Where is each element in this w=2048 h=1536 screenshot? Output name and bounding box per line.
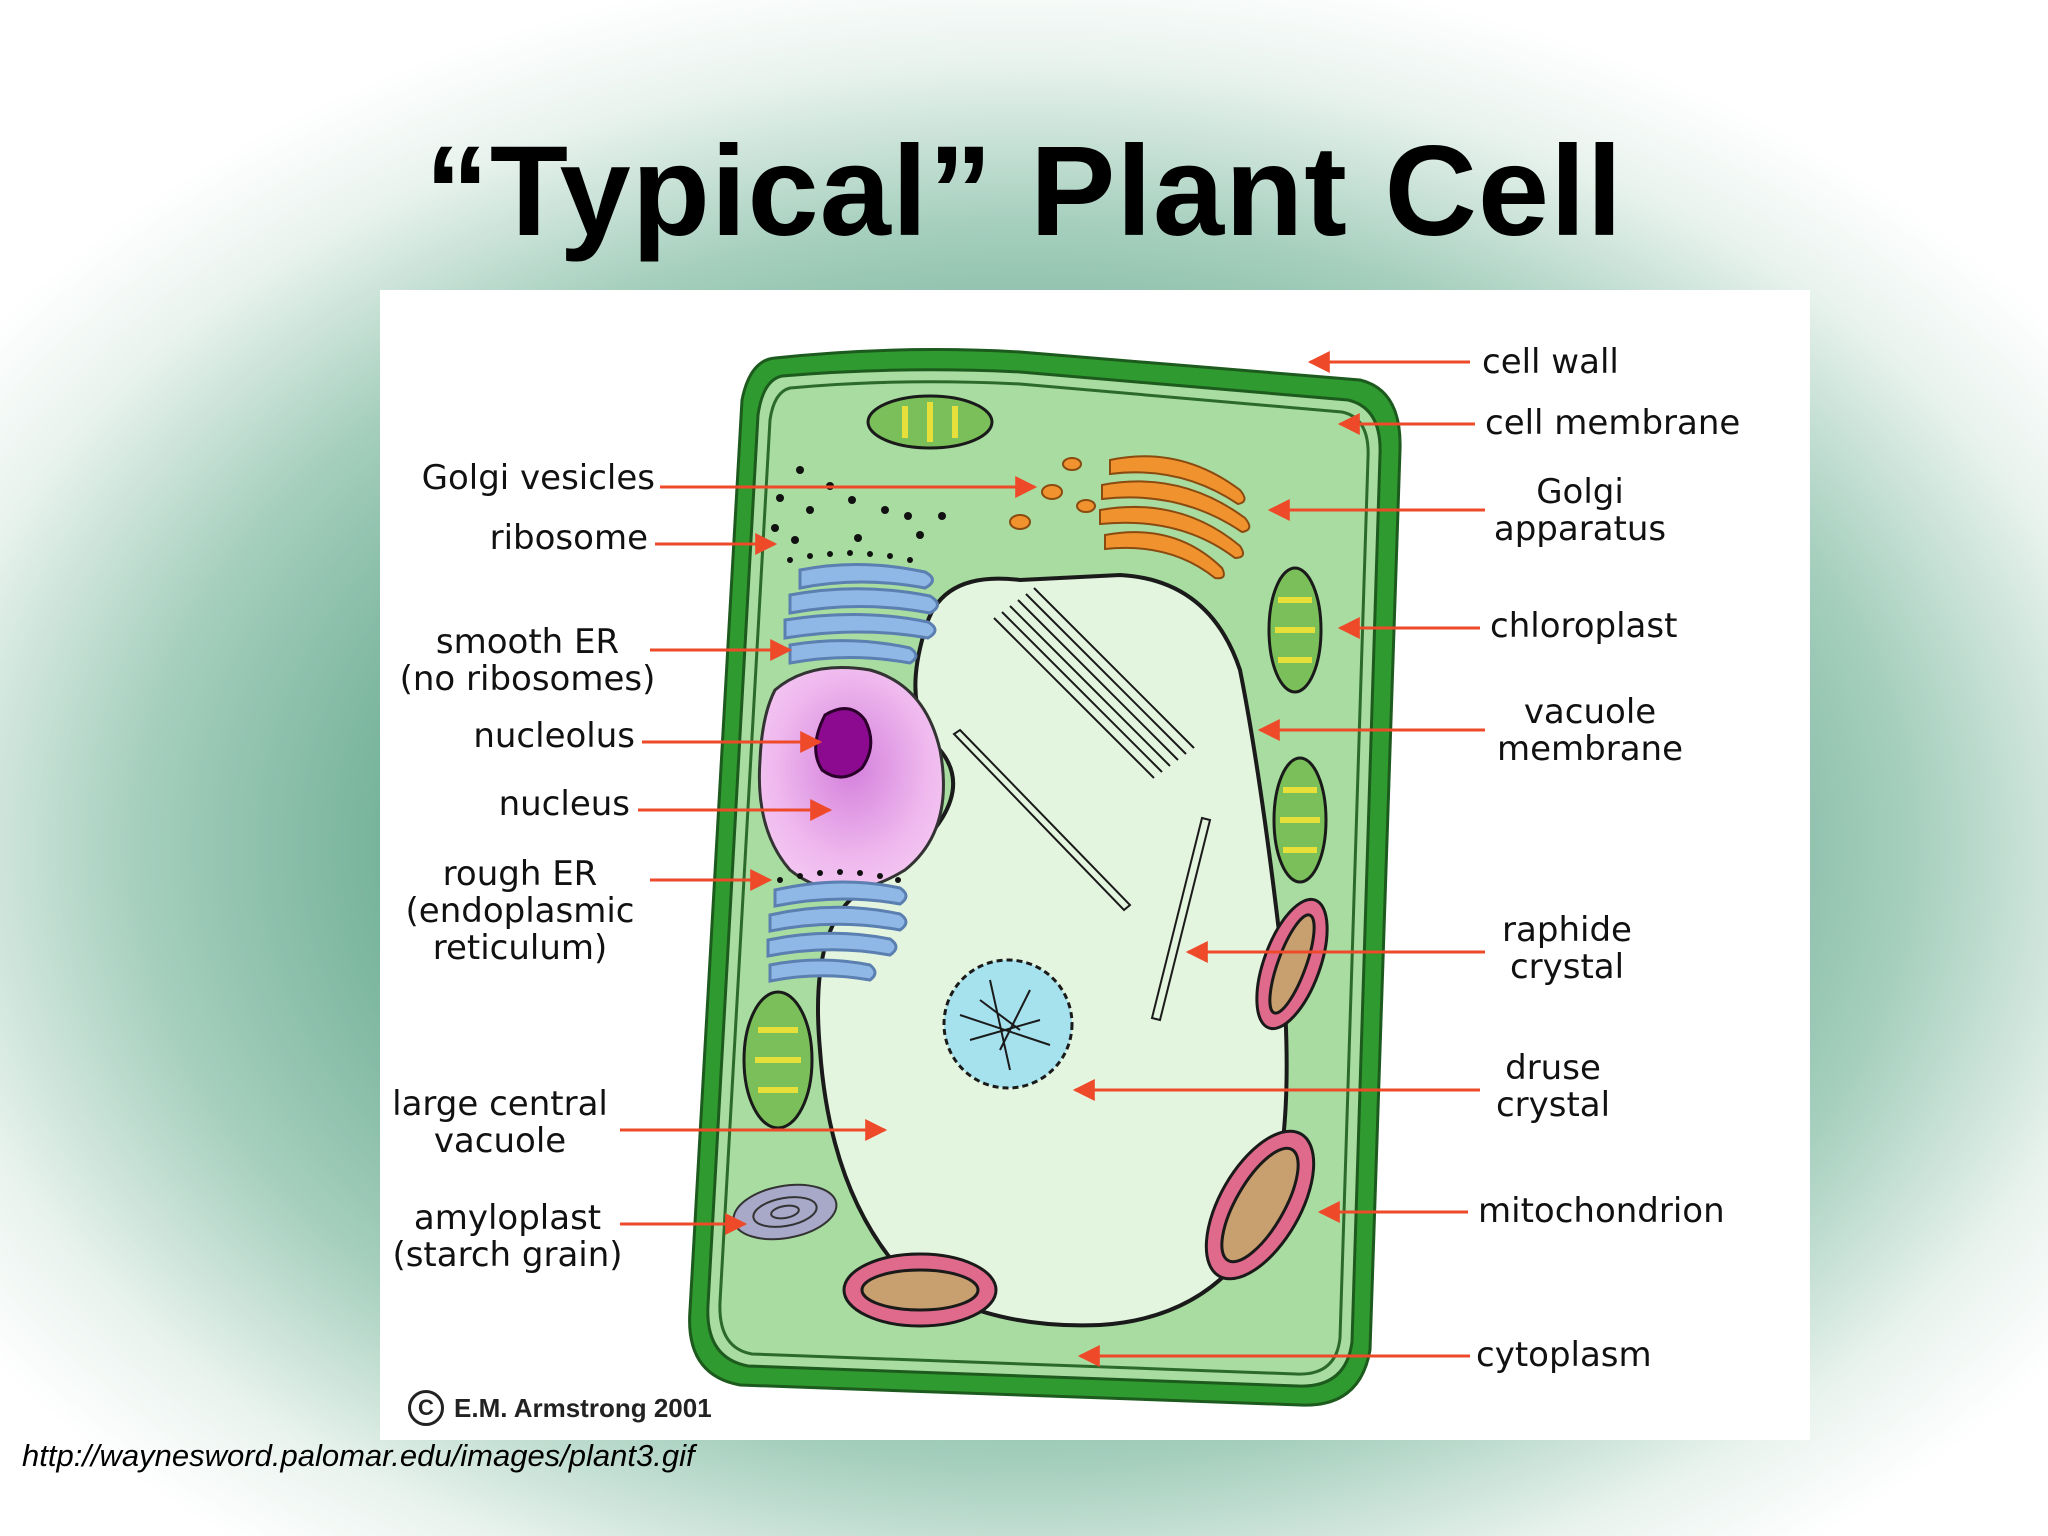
label-cytoplasm: cytoplasm: [1476, 1337, 1652, 1374]
label-nucleolus-text: nucleolus: [473, 716, 635, 756]
plant-cell-diagram: [620, 348, 1485, 1407]
label-mitochondrion-text: mitochondrion: [1478, 1191, 1725, 1231]
label-large-central-vacuole-line-2: vacuole: [433, 1121, 567, 1161]
cell-membrane: [718, 380, 1370, 1376]
smooth-er: [783, 563, 939, 665]
diagram-panel: Golgi vesicles ribosome smooth ER (no ri…: [380, 290, 1810, 1440]
label-golgi-apparatus-line-2: apparatus: [1493, 509, 1667, 549]
chloroplast: [1267, 566, 1323, 694]
mitochondrion: [842, 1252, 998, 1328]
druse-crystal: [942, 958, 1074, 1090]
nucleus: [757, 666, 945, 892]
rough-er-ribosomes: [777, 550, 913, 883]
label-nucleus-text: nucleus: [498, 784, 630, 824]
label-golgi-apparatus-line-1: Golgi: [1536, 472, 1624, 512]
label-druse-crystal-line-1: druse: [1505, 1048, 1601, 1088]
golgi-vesicles: [1009, 457, 1096, 530]
chloroplast: [742, 990, 814, 1130]
label-golgi-vesicles: Golgi vesicles: [380, 460, 655, 497]
source-url[interactable]: http://waynesword.palomar.edu/images/pla…: [22, 1438, 695, 1473]
label-rough-er: rough ER (endoplasmic reticulum): [380, 856, 660, 967]
golgi-apparatus: [1099, 455, 1251, 580]
label-rough-er-line-2: (endoplasmic: [405, 891, 635, 931]
label-ribosome: ribosome: [380, 520, 648, 557]
label-rough-er-line-3: reticulum): [432, 928, 608, 968]
label-raphide-crystal: raphide crystal: [1492, 912, 1642, 986]
label-arrows: [620, 351, 1485, 1367]
label-cell-wall: cell wall: [1482, 344, 1619, 381]
raphide-crystal: [952, 587, 1212, 1022]
label-golgi-apparatus: Golgi apparatus: [1490, 474, 1670, 548]
label-cytoplasm-text: cytoplasm: [1476, 1335, 1652, 1375]
label-nucleus: nucleus: [380, 786, 630, 823]
label-vacuole-membrane-line-1: vacuole: [1523, 692, 1657, 732]
mitochondrion: [1255, 897, 1329, 1031]
label-druse-crystal-line-2: crystal: [1495, 1085, 1611, 1125]
label-amyloplast-line-2: (starch grain): [392, 1235, 623, 1275]
label-chloroplast: chloroplast: [1490, 608, 1677, 645]
chloroplast: [866, 394, 994, 450]
label-smooth-er-line-1: smooth ER: [435, 622, 620, 662]
label-raphide-crystal-line-1: raphide: [1502, 910, 1632, 950]
label-vacuole-membrane-line-2: membrane: [1496, 729, 1684, 769]
chloroplast: [1272, 756, 1328, 884]
label-vacuole-membrane: vacuole membrane: [1490, 694, 1690, 768]
label-raphide-crystal-line-2: crystal: [1509, 947, 1625, 987]
label-druse-crystal: druse crystal: [1488, 1050, 1618, 1124]
rough-er: [766, 880, 908, 983]
copyright-icon: C: [408, 1390, 444, 1426]
label-cell-wall-text: cell wall: [1482, 342, 1619, 382]
label-cell-membrane: cell membrane: [1485, 405, 1740, 442]
label-smooth-er-line-2: (no ribosomes): [399, 659, 656, 699]
label-chloroplast-text: chloroplast: [1490, 606, 1678, 646]
label-smooth-er: smooth ER (no ribosomes): [380, 624, 675, 698]
label-amyloplast: amyloplast (starch grain): [380, 1200, 635, 1274]
copyright-text: E.M. Armstrong 2001: [454, 1392, 712, 1423]
label-amyloplast-line-1: amyloplast: [413, 1198, 602, 1238]
label-large-central-vacuole: large central vacuole: [380, 1086, 620, 1160]
label-cell-membrane-text: cell membrane: [1485, 403, 1741, 443]
label-rough-er-line-1: rough ER: [442, 854, 598, 894]
label-mitochondrion: mitochondrion: [1478, 1193, 1725, 1230]
label-golgi-vesicles-text: Golgi vesicles: [421, 458, 655, 498]
page-title: “Typical” Plant Cell: [424, 120, 1624, 263]
label-nucleolus: nucleolus: [380, 718, 635, 755]
copyright-notice: C E.M. Armstrong 2001: [408, 1390, 712, 1426]
label-ribosome-text: ribosome: [489, 518, 648, 558]
mitochondrion: [1204, 1129, 1316, 1281]
label-large-central-vacuole-line-1: large central: [392, 1084, 608, 1124]
nucleolus: [814, 707, 873, 779]
